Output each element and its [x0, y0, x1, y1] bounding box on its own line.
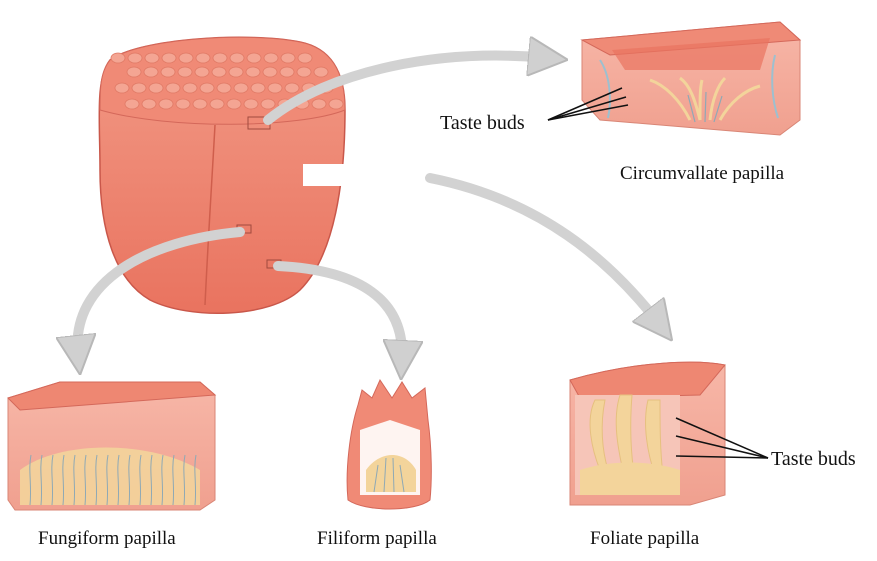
- filiform-papilla-illustration: [347, 380, 431, 509]
- label-filiform: Filiform papilla: [317, 528, 437, 550]
- label-foliate: Foliate papilla: [590, 528, 699, 550]
- label-taste-buds-right: Taste buds: [771, 448, 856, 471]
- fungiform-papilla-illustration: [8, 382, 215, 510]
- label-circumvallate: Circumvallate papilla: [620, 163, 784, 185]
- tongue-top-surface: [100, 37, 345, 124]
- label-fungiform: Fungiform papilla: [38, 528, 176, 550]
- arrow-to-foliate: [430, 178, 660, 325]
- label-mask: [303, 164, 353, 186]
- label-taste-buds-top: Taste buds: [440, 112, 525, 135]
- circumvallate-papilla-illustration: [582, 22, 800, 135]
- foliate-papilla-illustration: [570, 362, 725, 505]
